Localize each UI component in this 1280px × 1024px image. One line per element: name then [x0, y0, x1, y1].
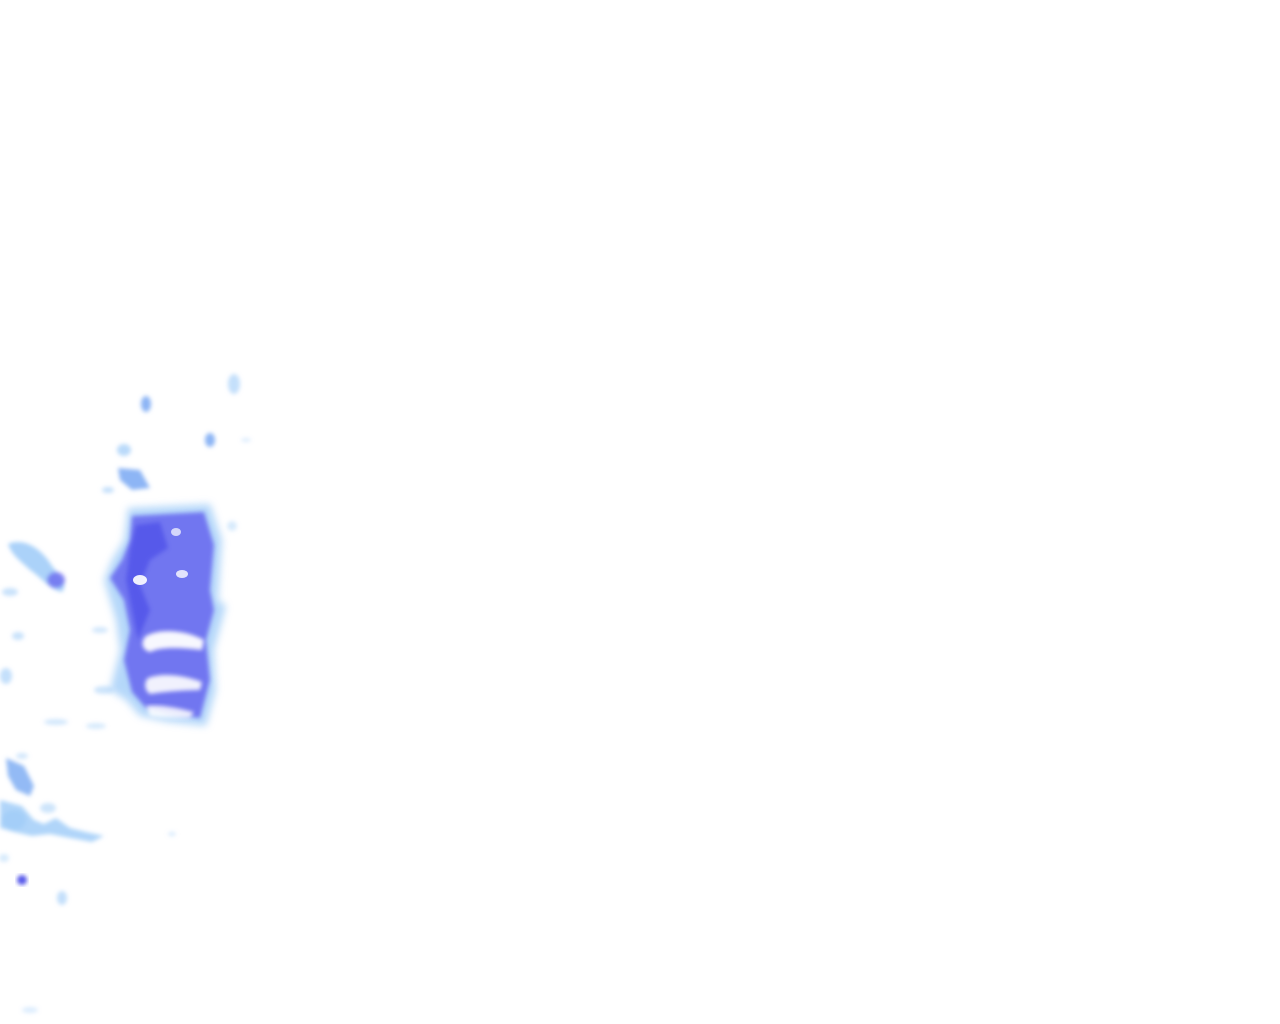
storm-cell-west [0, 542, 114, 729]
storm-cell-main [104, 504, 226, 726]
storm-cell-north [102, 374, 251, 531]
storm-cell-southwest [0, 753, 176, 1013]
radar-return-point [17, 875, 27, 885]
